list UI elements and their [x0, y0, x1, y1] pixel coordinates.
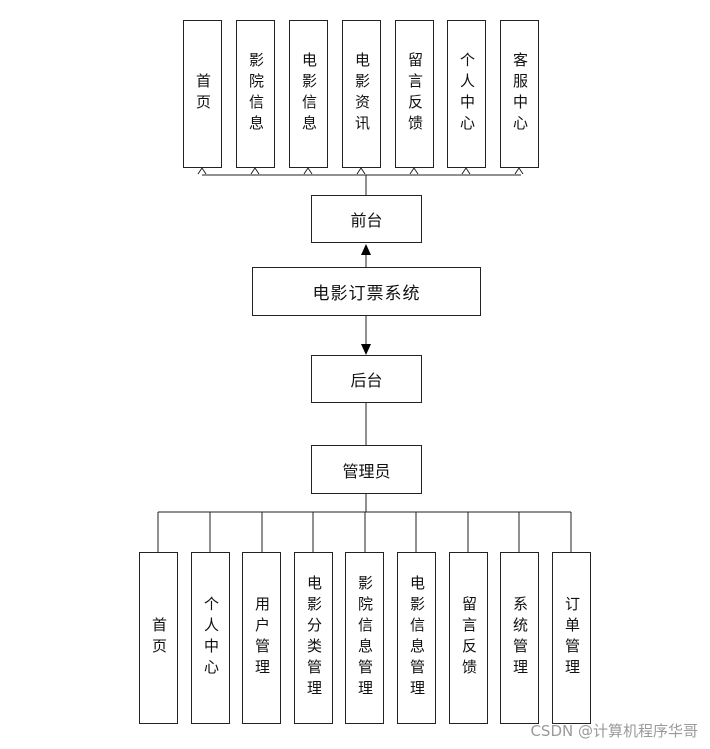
top-arrowhead-6	[514, 167, 524, 175]
arrow-down-to-backend	[361, 344, 371, 355]
bottom-module-home-label: 首页	[150, 617, 168, 659]
bottom-module-user-management: 用户管理	[242, 552, 281, 724]
bottom-module-personal-center: 个人中心	[191, 552, 230, 724]
bottom-module-category-management-label: 电影分类管理	[305, 575, 323, 701]
top-module-personal-center-label: 个人中心	[458, 52, 476, 136]
top-module-movie-news-label: 电影资讯	[353, 52, 371, 136]
bottom-module-order-management-label: 订单管理	[563, 596, 581, 680]
bottom-module-system-management-label: 系统管理	[511, 596, 529, 680]
bottom-module-feedback: 留言反馈	[449, 552, 488, 724]
top-module-home: 首页	[183, 20, 222, 168]
bottom-module-home: 首页	[139, 552, 178, 724]
bottom-module-system-management: 系统管理	[500, 552, 539, 724]
top-module-home-label: 首页	[194, 73, 212, 115]
watermark: CSDN @计算机程序华哥	[530, 722, 698, 740]
top-arrowhead-1	[250, 167, 260, 175]
top-arrowhead-5	[461, 167, 471, 175]
frontend-box: 前台	[311, 195, 422, 243]
bottom-module-cinema-management: 影院信息管理	[345, 552, 384, 724]
bottom-module-category-management: 电影分类管理	[294, 552, 333, 724]
system-box: 电影订票系统	[252, 267, 481, 316]
top-module-feedback-label: 留言反馈	[406, 52, 424, 136]
admin-box: 管理员	[311, 445, 422, 494]
top-module-customer-service-label: 客服中心	[511, 52, 529, 136]
top-arrowhead-2	[303, 167, 313, 175]
bottom-module-feedback-label: 留言反馈	[460, 596, 478, 680]
top-module-cinema-info-label: 影院信息	[247, 52, 265, 136]
bottom-module-movie-management: 电影信息管理	[397, 552, 436, 724]
bottom-module-order-management: 订单管理	[552, 552, 591, 724]
top-module-feedback: 留言反馈	[395, 20, 434, 168]
bottom-module-movie-management-label: 电影信息管理	[408, 575, 426, 701]
backend-label: 后台	[350, 371, 383, 390]
top-module-customer-service: 客服中心	[500, 20, 539, 168]
top-module-movie-info: 电影信息	[289, 20, 328, 168]
top-module-movie-news: 电影资讯	[342, 20, 381, 168]
top-arrowhead-4	[409, 167, 419, 175]
arrow-up-to-frontend	[361, 244, 371, 255]
admin-label: 管理员	[342, 461, 391, 481]
backend-box: 后台	[311, 355, 422, 403]
top-module-movie-info-label: 电影信息	[300, 52, 318, 136]
system-label: 电影订票系统	[312, 284, 421, 304]
top-module-personal-center: 个人中心	[447, 20, 486, 168]
top-arrowhead-0	[197, 167, 207, 175]
bottom-module-cinema-management-label: 影院信息管理	[356, 575, 374, 701]
bottom-module-user-management-label: 用户管理	[253, 596, 271, 680]
top-module-cinema-info: 影院信息	[236, 20, 275, 168]
top-arrowhead-3	[356, 167, 366, 175]
bottom-module-personal-center-label: 个人中心	[202, 596, 220, 680]
frontend-label: 前台	[350, 211, 383, 230]
